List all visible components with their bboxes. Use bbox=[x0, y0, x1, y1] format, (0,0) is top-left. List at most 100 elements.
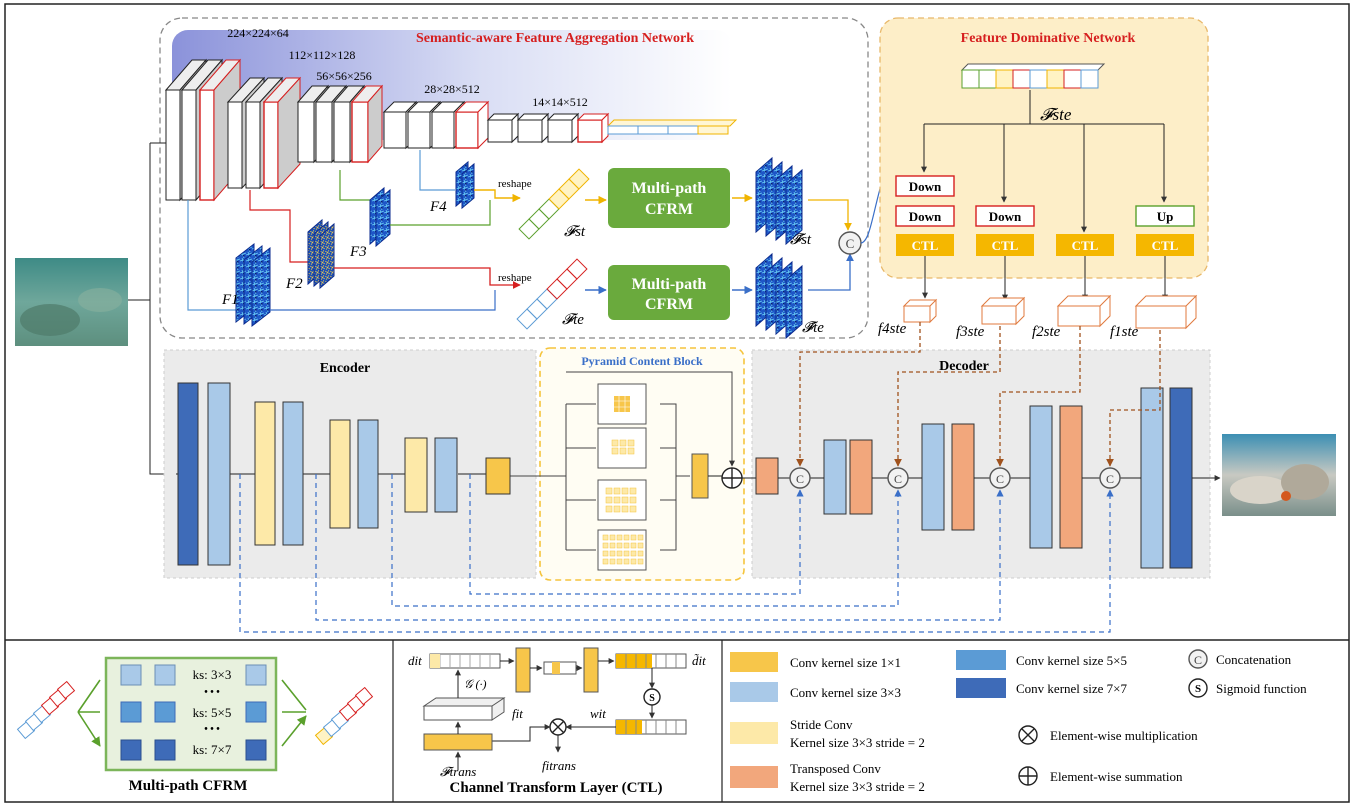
up-label: Up bbox=[1157, 209, 1174, 224]
legend-sigmoid-icon: S bbox=[1188, 678, 1208, 698]
ks3-label: ks: 3×3 bbox=[193, 667, 232, 682]
fste1-cube: f1ste bbox=[1110, 294, 1198, 340]
legend-conv5: Conv kernel size 5×5 bbox=[1016, 653, 1127, 668]
ctl-box-1[interactable]: CTL bbox=[896, 234, 954, 256]
dim-224: 224×224×64 bbox=[227, 26, 289, 40]
concat-node-4: C bbox=[1099, 467, 1121, 489]
down-label: Down bbox=[909, 209, 942, 224]
enc-conv3 bbox=[357, 419, 379, 529]
f4-line bbox=[419, 150, 455, 191]
output-image bbox=[1222, 434, 1336, 516]
f4-label: F4 bbox=[429, 199, 447, 215]
legend-conv1: Conv kernel size 1×1 bbox=[790, 655, 901, 670]
input-image bbox=[15, 258, 128, 346]
feature-map-f1: F1 bbox=[221, 242, 271, 328]
vgg-block-14: 14×14×512 bbox=[486, 95, 610, 144]
pool-grid-3 bbox=[597, 479, 647, 521]
enc-stride bbox=[404, 437, 428, 513]
dim-112: 112×112×128 bbox=[289, 48, 356, 62]
legend-concat: Concatenation bbox=[1216, 652, 1292, 667]
f-st-tilde-label: 𝓕̃st bbox=[790, 232, 812, 248]
pcb-title: Pyramid Content Block bbox=[581, 354, 703, 368]
pool-grid-4 bbox=[597, 529, 647, 571]
ctl-box-3[interactable]: CTL bbox=[1056, 234, 1114, 256]
ctl-box-2[interactable]: CTL bbox=[976, 234, 1034, 256]
ctl-detail: dit d̃it S wit fitrans fit bbox=[408, 647, 706, 796]
dec-trans bbox=[1059, 405, 1083, 549]
pcb-conv1 bbox=[691, 453, 709, 499]
fdn-token-vector bbox=[960, 63, 1106, 89]
dec-conv3 bbox=[823, 439, 847, 515]
legend-sigmoid: Sigmoid function bbox=[1216, 681, 1307, 696]
dim-28: 28×28×512 bbox=[424, 82, 480, 96]
f3-label: F3 bbox=[349, 244, 367, 260]
token-stack-te: 𝓕te bbox=[516, 258, 588, 330]
legend-concat-icon: C bbox=[1188, 649, 1208, 669]
legend-conv7: Conv kernel size 7×7 bbox=[1016, 681, 1127, 696]
down-box-2: Down bbox=[975, 205, 1035, 227]
feature-stack-st-tilde: 𝓕̃st bbox=[755, 156, 812, 248]
ctl-box-4[interactable]: CTL bbox=[1136, 234, 1194, 256]
enc-conv3 bbox=[434, 437, 458, 513]
cfrm-caption: Multi-path CFRM bbox=[129, 778, 248, 794]
dim-14: 14×14×512 bbox=[532, 95, 588, 109]
ctl-label: CTL bbox=[912, 238, 939, 253]
concat-node-1: C bbox=[789, 467, 811, 489]
legend-trans-2: Kernel size 3×3 stride = 2 bbox=[790, 779, 925, 794]
legend: Conv kernel size 1×1 Conv kernel size 3×… bbox=[730, 649, 1307, 794]
enc-stride bbox=[254, 401, 276, 546]
encoder-title: Encoder bbox=[320, 361, 371, 376]
wt-label: wit bbox=[590, 706, 606, 721]
concat-symbol: C bbox=[1194, 653, 1202, 667]
f1-label: F1 bbox=[221, 292, 239, 308]
cfrm-box-bottom[interactable]: Multi-path CFRM bbox=[608, 265, 730, 320]
concat-node-3: C bbox=[989, 467, 1011, 489]
up-box: Up bbox=[1135, 205, 1195, 227]
sfan-title: Semantic-aware Feature Aggregation Netwo… bbox=[416, 31, 694, 46]
f1-merge-line bbox=[270, 290, 496, 311]
ks5-label: ks: 5×5 bbox=[193, 705, 232, 720]
cfrm-line1: Multi-path bbox=[632, 276, 707, 293]
dt-tilde-label: d̃it bbox=[692, 653, 706, 668]
cfrm-detail: ks: 3×3 • • • ks: 5×5 • • • ks: 7×7 Mult… bbox=[16, 656, 374, 794]
dec-conv3 bbox=[921, 423, 945, 531]
concat-symbol: C bbox=[894, 472, 902, 486]
dt-label: dit bbox=[408, 653, 422, 668]
sum-node bbox=[721, 467, 743, 489]
ks-dots: • • • bbox=[204, 724, 220, 735]
encoder-skip-lines bbox=[239, 474, 1114, 633]
fste1-label: f1ste bbox=[1110, 324, 1139, 340]
f-st-label: 𝓕st bbox=[564, 224, 586, 240]
ctl-caption: Channel Transform Layer (CTL) bbox=[450, 780, 663, 796]
cfrm-box-top[interactable]: Multi-path CFRM bbox=[608, 168, 730, 228]
dim-56: 56×56×256 bbox=[316, 69, 372, 83]
legend-sum: Element-wise summation bbox=[1050, 769, 1183, 784]
ctl-conv-b bbox=[583, 647, 599, 693]
down-box-1b: Down bbox=[895, 205, 955, 227]
g-label: 𝒢 (·) bbox=[464, 677, 487, 691]
concat-symbol: C bbox=[846, 236, 855, 251]
fste4-label: f4ste bbox=[878, 321, 907, 337]
f3-merge-line bbox=[390, 200, 491, 226]
fste4-cube: f4ste bbox=[878, 298, 938, 337]
legend-swatch-conv5 bbox=[956, 650, 1006, 670]
ft-label: fit bbox=[512, 706, 523, 721]
reshape-arrow-bottom bbox=[334, 267, 521, 289]
legend-swatch-conv7 bbox=[956, 678, 1006, 698]
enc-conv1 bbox=[485, 457, 511, 495]
legend-swatch-stride bbox=[730, 722, 778, 744]
pyramid-content-block: Pyramid Content Block bbox=[510, 347, 745, 581]
reshape-arrow-top bbox=[474, 189, 521, 203]
flatten-vector bbox=[606, 119, 738, 135]
encoder-layers bbox=[177, 382, 511, 566]
f-ste-label: 𝓕ste bbox=[1040, 105, 1072, 124]
dec-trans bbox=[849, 439, 873, 515]
enc-conv7 bbox=[177, 382, 199, 566]
vgg-block-56: 56×56×256 bbox=[296, 69, 384, 164]
feature-stack-te-tilde: 𝓕̃te bbox=[755, 252, 824, 340]
concat-symbol: C bbox=[1106, 472, 1114, 486]
legend-mult-icon bbox=[1018, 725, 1038, 745]
fste2-label: f2ste bbox=[1032, 324, 1061, 340]
ctl-label: CTL bbox=[1152, 238, 1179, 253]
